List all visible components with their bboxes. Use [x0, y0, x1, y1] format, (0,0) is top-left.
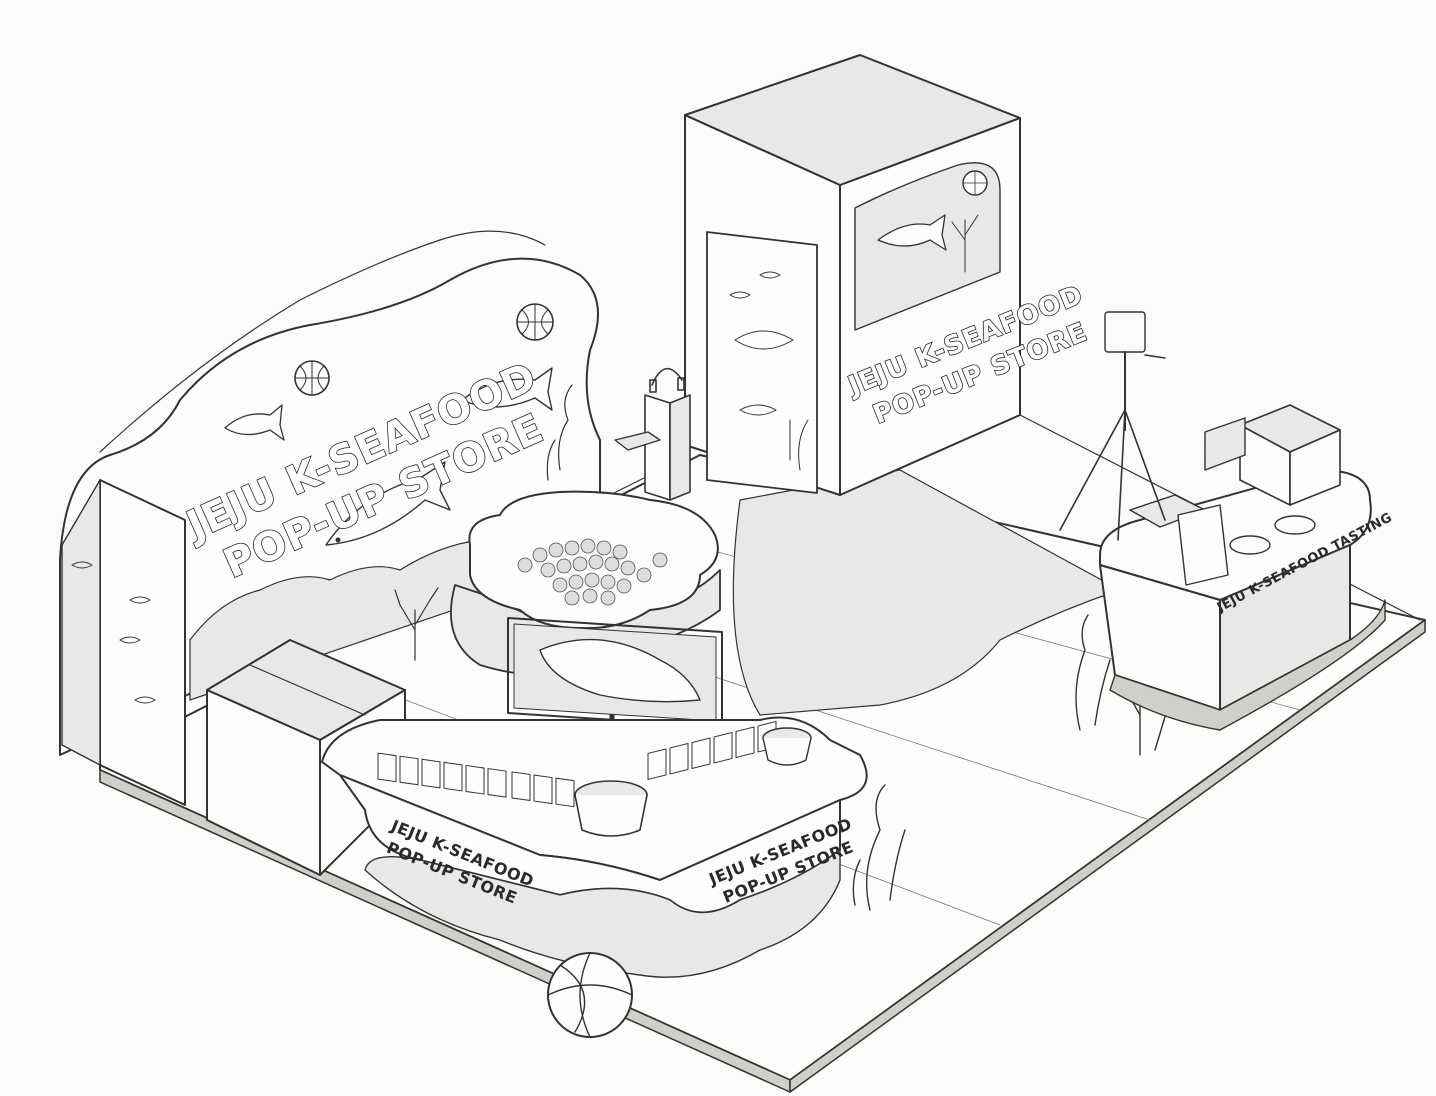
seaweed-icon — [1075, 614, 1111, 731]
basket-icon — [762, 727, 812, 766]
tripod-phone — [1059, 311, 1166, 541]
fish-icon — [325, 461, 451, 546]
left-fish-panel — [61, 479, 186, 806]
buoy-ball-icon — [547, 952, 633, 1038]
ball-pit — [450, 490, 721, 676]
product-counter: JEJU K-SEAFOOD POP-UP STORE JEJU K-SEAFO… — [321, 716, 868, 978]
coral-icon — [394, 587, 439, 661]
floor-rug — [732, 469, 1121, 716]
tasting-counter: JEJU K-SEAFOOD TASTING — [1099, 404, 1395, 731]
buoy-icon — [516, 303, 554, 341]
seaweed-icon — [546, 384, 573, 481]
buoy-icon — [962, 170, 988, 196]
fish-icon — [224, 404, 285, 441]
headphone-stand — [614, 367, 691, 501]
headphones-icon — [649, 367, 685, 393]
fish-poster-panel — [706, 231, 818, 494]
coral-icon — [951, 214, 979, 273]
basket-icon — [574, 780, 648, 837]
buoy-icon — [294, 360, 330, 396]
seaweed-icon — [852, 784, 906, 911]
tower-kiosk: JEJU K-SEAFOOD POP-UP STORE — [684, 54, 1093, 496]
fish-icon — [461, 367, 553, 411]
fish-icon — [539, 638, 701, 703]
fish-icon — [877, 214, 947, 251]
